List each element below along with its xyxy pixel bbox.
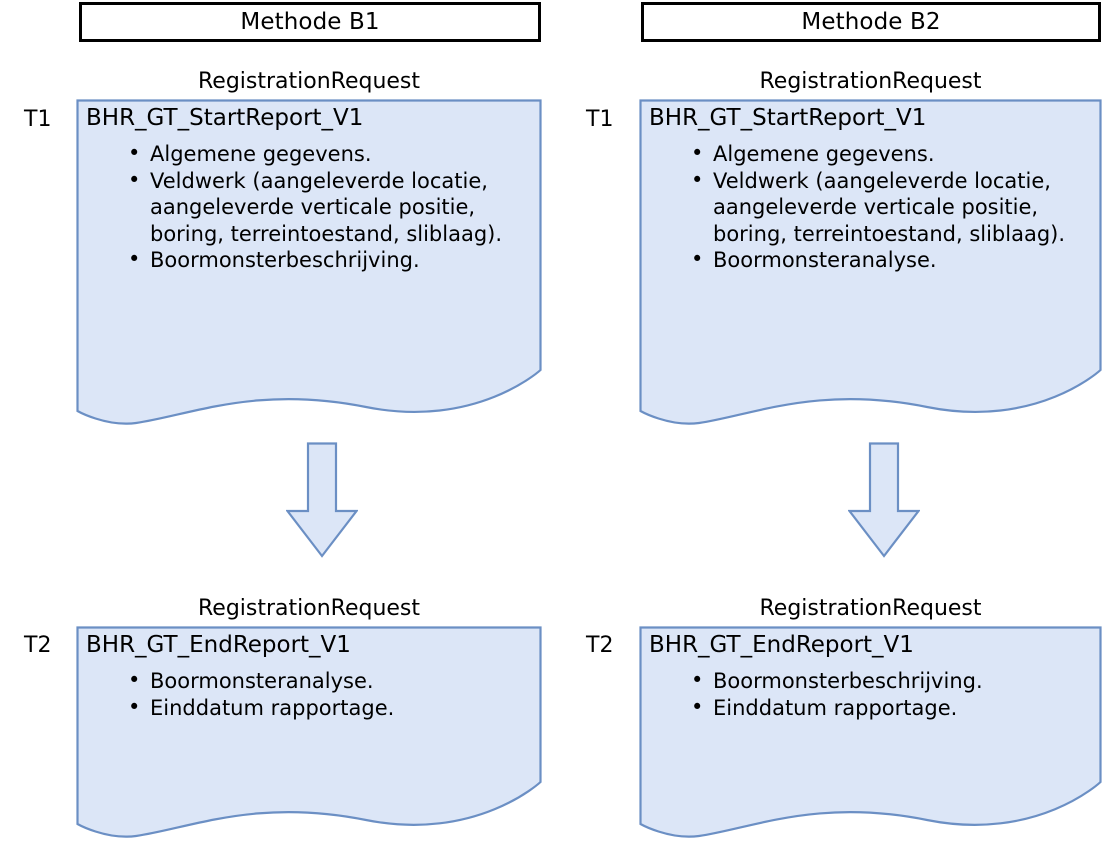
down-arrow-icon xyxy=(848,442,920,558)
list-item: Einddatum rapportage. xyxy=(691,694,1092,722)
shape-title-b1-t1: RegistrationRequest xyxy=(197,69,421,94)
document-bullets-b1-t1: Algemene gegevens. Veldwerk (aangeleverd… xyxy=(86,140,532,274)
document-shape-b2-t2: BHR_GT_EndReport_V1 Boormonsterbeschrijv… xyxy=(639,626,1102,840)
document-body-b1-t1: BHR_GT_StartReport_V1 Algemene gegevens.… xyxy=(76,99,542,379)
document-body-b2-t2: BHR_GT_EndReport_V1 Boormonsterbeschrijv… xyxy=(639,626,1102,796)
down-arrow-b1 xyxy=(286,442,358,558)
down-arrow-icon xyxy=(286,442,358,558)
shape-title-b2-t1: RegistrationRequest xyxy=(759,69,982,94)
method-header-b1: Methode B1 xyxy=(79,2,541,42)
document-body-b2-t1: BHR_GT_StartReport_V1 Algemene gegevens.… xyxy=(639,99,1102,379)
time-label-b2-t2: T2 xyxy=(586,633,614,658)
document-heading-b2-t1: BHR_GT_StartReport_V1 xyxy=(649,105,927,131)
document-shape-b2-t1: BHR_GT_StartReport_V1 Algemene gegevens.… xyxy=(639,99,1102,427)
shape-title-b2-t2: RegistrationRequest xyxy=(759,596,982,621)
document-heading-b2-t2: BHR_GT_EndReport_V1 xyxy=(649,632,914,658)
list-item: Veldwerk (aangeleverde locatie, aangelev… xyxy=(128,167,532,248)
list-item: Boormonsterbeschrijving. xyxy=(691,667,1092,695)
list-item: Boormonsteranalyse. xyxy=(691,246,1092,274)
document-shape-b1-t1: BHR_GT_StartReport_V1 Algemene gegevens.… xyxy=(76,99,542,427)
document-heading-b1-t2: BHR_GT_EndReport_V1 xyxy=(86,632,351,658)
list-item: Algemene gegevens. xyxy=(128,140,532,168)
down-arrow-b2 xyxy=(848,442,920,558)
time-label-b1-t2: T2 xyxy=(24,633,52,658)
list-item: Veldwerk (aangeleverde locatie, aangelev… xyxy=(691,167,1092,248)
list-item: Boormonsterbeschrijving. xyxy=(128,246,532,274)
document-bullets-b2-t1: Algemene gegevens. Veldwerk (aangeleverd… xyxy=(649,140,1092,274)
list-item: Boormonsteranalyse. xyxy=(128,667,532,695)
document-body-b1-t2: BHR_GT_EndReport_V1 Boormonsteranalyse. … xyxy=(76,626,542,796)
document-bullets-b2-t2: Boormonsterbeschrijving. Einddatum rappo… xyxy=(649,667,1092,722)
time-label-b2-t1: T1 xyxy=(586,107,614,132)
method-header-b2: Methode B2 xyxy=(641,2,1101,42)
time-label-b1-t1: T1 xyxy=(24,107,52,132)
list-item: Algemene gegevens. xyxy=(691,140,1092,168)
shape-title-b1-t2: RegistrationRequest xyxy=(197,596,421,621)
document-shape-b1-t2: BHR_GT_EndReport_V1 Boormonsteranalyse. … xyxy=(76,626,542,840)
document-bullets-b1-t2: Boormonsteranalyse. Einddatum rapportage… xyxy=(86,667,532,722)
list-item: Einddatum rapportage. xyxy=(128,694,532,722)
document-heading-b1-t1: BHR_GT_StartReport_V1 xyxy=(86,105,364,131)
